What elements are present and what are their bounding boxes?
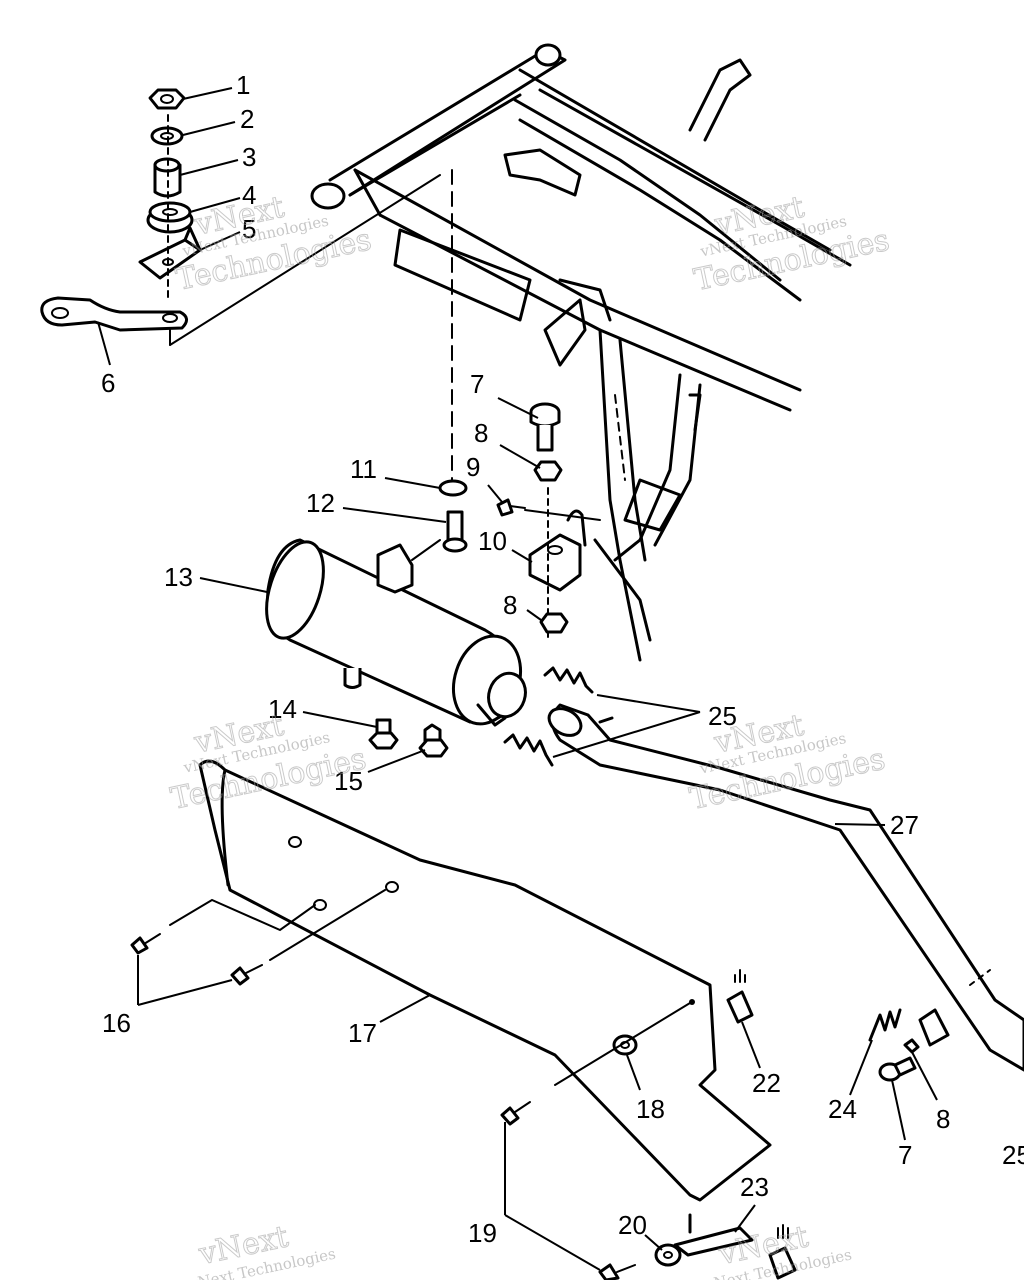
callout-18: 18 (636, 1094, 665, 1124)
callout-3: 3 (242, 142, 256, 172)
callout-9: 9 (466, 452, 480, 482)
callout-8c: 8 (936, 1104, 950, 1134)
leader-lines (97, 87, 938, 1271)
callout-5: 5 (242, 214, 256, 244)
callout-15: 15 (334, 766, 363, 796)
callout-2: 2 (240, 104, 254, 134)
callout-24: 24 (828, 1094, 857, 1124)
callout-labels: 1 2 3 4 5 6 7 8 9 10 11 12 13 8 14 15 25… (101, 70, 1024, 1248)
watermark: vNext vNext Technologies (703, 1219, 853, 1280)
callout-1: 1 (236, 70, 250, 100)
watermark: vNext vNext Technologies Technologies (691, 189, 893, 298)
bottom-hardware (598, 1213, 797, 1280)
callout-12: 12 (306, 488, 335, 518)
callout-23: 23 (740, 1172, 769, 1202)
callout-16: 16 (102, 1008, 131, 1038)
callout-25a: 25 (708, 701, 737, 731)
shield-fasteners (500, 1002, 691, 1126)
muffler (265, 538, 527, 727)
watermark-group: vNext vNext Technologies Technologies vN… (167, 189, 893, 1280)
callout-7b: 7 (898, 1140, 912, 1170)
callout-25b: 25 (1002, 1140, 1024, 1170)
callout-10: 10 (478, 526, 507, 556)
shield-screws (130, 889, 386, 986)
callout-11: 11 (350, 454, 377, 484)
callout-22: 22 (752, 1068, 781, 1098)
lower-right-hardware (868, 1008, 920, 1082)
mount-bolts (368, 718, 449, 758)
clip (726, 969, 754, 1024)
frame-assembly (169, 43, 852, 662)
callout-4: 4 (242, 180, 256, 210)
callout-8b: 8 (503, 590, 517, 620)
mount-stack (40, 88, 202, 332)
callout-19: 19 (468, 1218, 497, 1248)
springs (503, 666, 594, 767)
callout-27: 27 (890, 810, 919, 840)
exhaust-pipe (547, 703, 1024, 1072)
callout-7a: 7 (470, 369, 484, 399)
callout-14: 14 (268, 694, 297, 724)
callout-17: 17 (348, 1018, 377, 1048)
heat-shield (198, 759, 772, 1202)
callout-8a: 8 (474, 418, 488, 448)
callout-6: 6 (101, 368, 115, 398)
watermark: vNext vNext Technologies (187, 1219, 337, 1280)
bracket-hardware (411, 402, 601, 641)
callout-13: 13 (164, 562, 193, 592)
callout-20: 20 (618, 1210, 647, 1240)
